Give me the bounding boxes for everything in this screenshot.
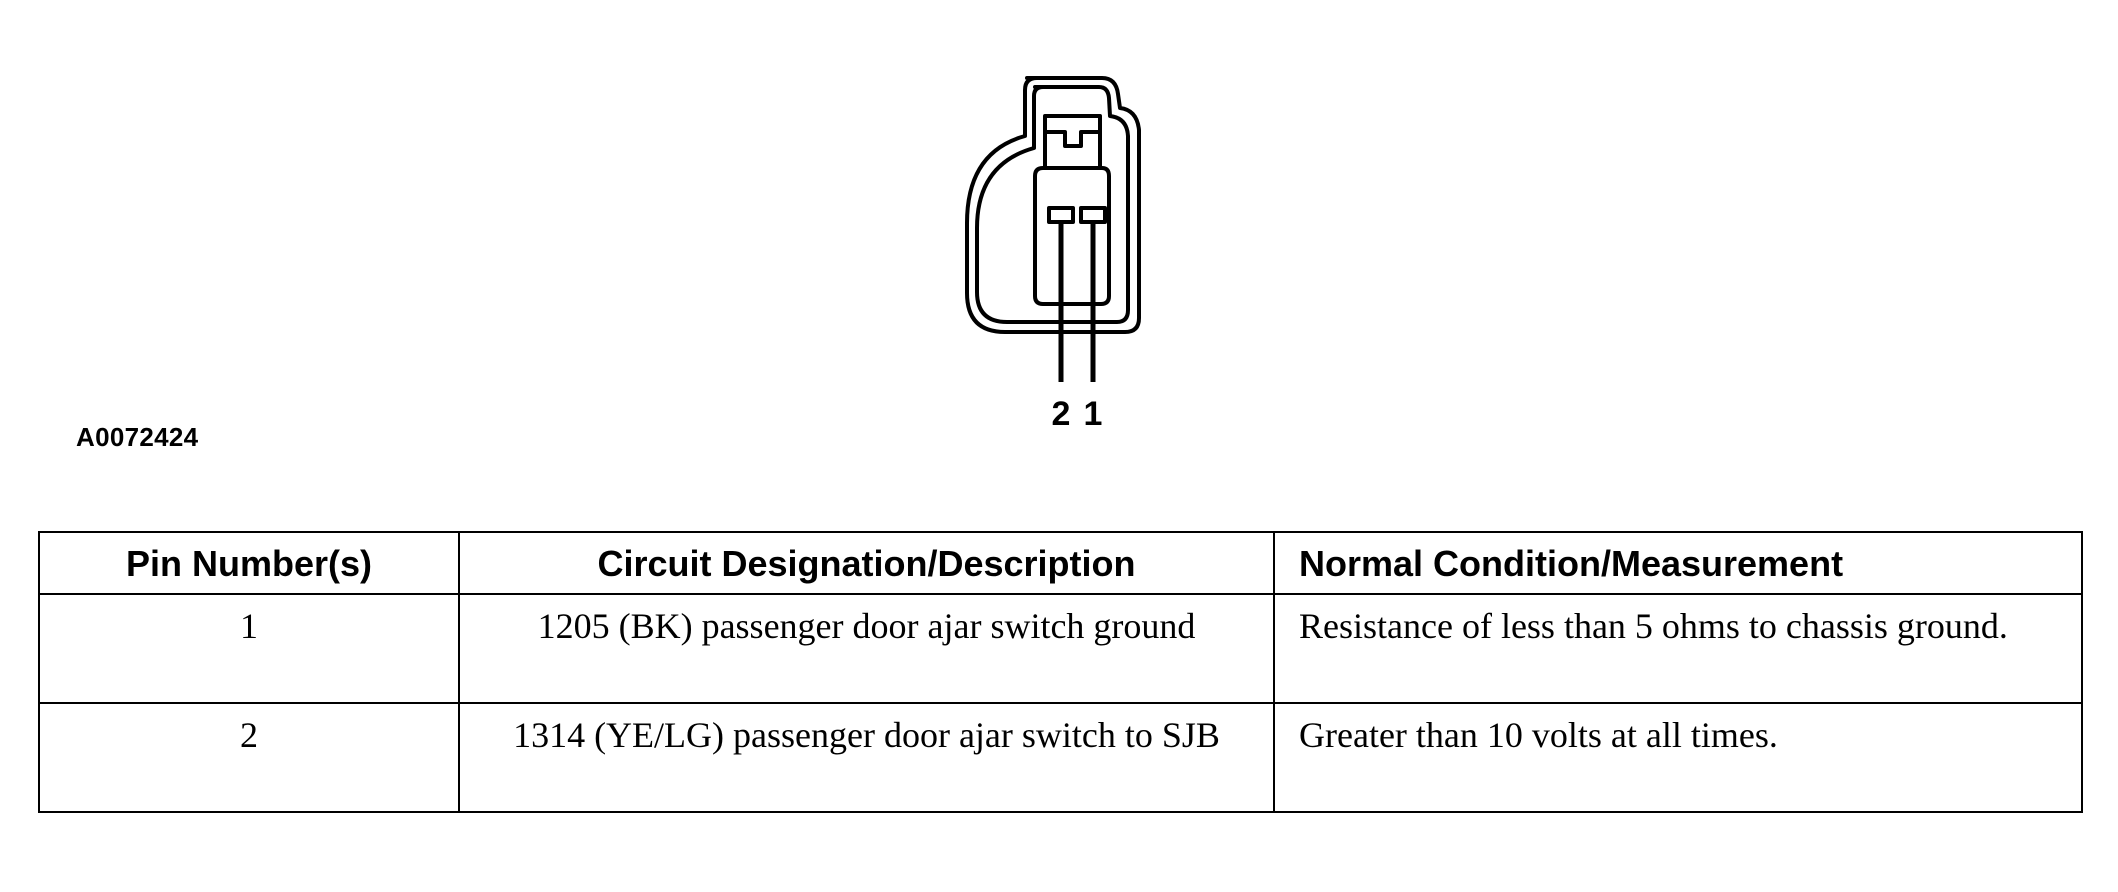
header-pin-numbers: Pin Number(s)	[38, 531, 460, 595]
cell-pin: 2	[38, 702, 460, 813]
cell-circuit: 1314 (YE/LG) passenger door ajar switch …	[458, 702, 1275, 813]
cell-normal: Greater than 10 volts at all times.	[1273, 702, 2083, 813]
pin-1-terminal	[1079, 206, 1107, 224]
pin-2-terminal	[1047, 206, 1075, 224]
cell-circuit: 1205 (BK) passenger door ajar switch gro…	[458, 593, 1275, 704]
pin-label-2: 2	[1052, 395, 1071, 433]
figure-id: A0072424	[76, 422, 199, 452]
connector-outer-body	[965, 76, 1141, 334]
latch-notch	[1045, 130, 1100, 148]
latch-outline	[1043, 114, 1102, 170]
cell-normal: Resistance of less than 5 ohms to chassi…	[1273, 593, 2083, 704]
header-circuit-designation: Circuit Designation/Description	[458, 531, 1275, 595]
table-row: 2 1314 (YE/LG) passenger door ajar switc…	[38, 702, 2083, 813]
connector-inner-body	[975, 85, 1130, 324]
pin-table: Pin Number(s) Circuit Designation/Descri…	[38, 531, 2083, 813]
pin-label-1: 1	[1084, 395, 1103, 433]
cell-pin: 1	[38, 593, 460, 704]
terminal-housing	[1033, 166, 1111, 306]
header-normal-condition: Normal Condition/Measurement	[1273, 531, 2083, 595]
connector-diagram: 2 1	[965, 76, 1141, 433]
table-header-row: Pin Number(s) Circuit Designation/Descri…	[38, 531, 2083, 595]
table-row: 1 1205 (BK) passenger door ajar switch g…	[38, 593, 2083, 704]
